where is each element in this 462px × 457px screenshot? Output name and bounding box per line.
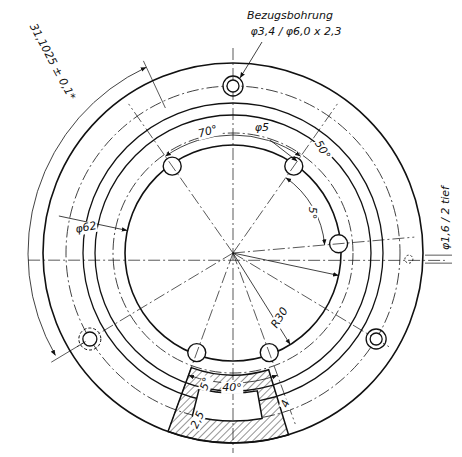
dimension-label: φ62 [73, 220, 98, 237]
extension-line [51, 342, 85, 363]
center-line [171, 253, 233, 424]
center-line [28, 260, 445, 261]
diameter-dimension [233, 253, 339, 275]
angle-dimension [286, 178, 325, 245]
dimension-label: 50° [311, 138, 332, 163]
extension-line [425, 255, 452, 256]
leader-line [240, 42, 262, 78]
bolt-hole [370, 333, 382, 345]
section-hatch [168, 368, 289, 443]
angle-dimension [165, 135, 300, 156]
dimension-label: 31,1025 ± 0,1* [26, 21, 77, 103]
dimension-label: 70° [196, 123, 220, 140]
center-line [233, 253, 295, 424]
small-hole-hidden [405, 255, 413, 263]
dimension-label: 2,5 [188, 409, 207, 432]
counterbore [223, 76, 243, 96]
dimension-label: 5° [198, 375, 214, 393]
counterbore-hidden [79, 328, 101, 350]
reference-hole [227, 80, 239, 92]
dimension-label: φ5 [254, 122, 270, 134]
center-line [129, 104, 233, 253]
center-line [233, 253, 389, 347]
radius-dimension [233, 253, 290, 345]
extension-line [425, 263, 452, 264]
arc-dimension [28, 67, 146, 355]
center-line [77, 253, 233, 347]
dimension-label: 4 [279, 398, 293, 411]
dimension-label: Bezugsbohrung [246, 10, 334, 22]
counterbore [366, 329, 386, 349]
dimension-label: 5° [306, 206, 318, 221]
dimension-label: φ3,4 / φ6,0 x 2,3 [249, 26, 342, 38]
extension-line [143, 61, 165, 108]
leader-line [270, 140, 297, 161]
dimension-label: R30 [269, 305, 292, 331]
dimension-label: φ1,6 / 2 tief [440, 185, 452, 251]
part-outline [28, 42, 452, 453]
bolt-hole [83, 332, 97, 346]
dimension-label: 40° [221, 382, 243, 394]
center-line [233, 104, 337, 253]
